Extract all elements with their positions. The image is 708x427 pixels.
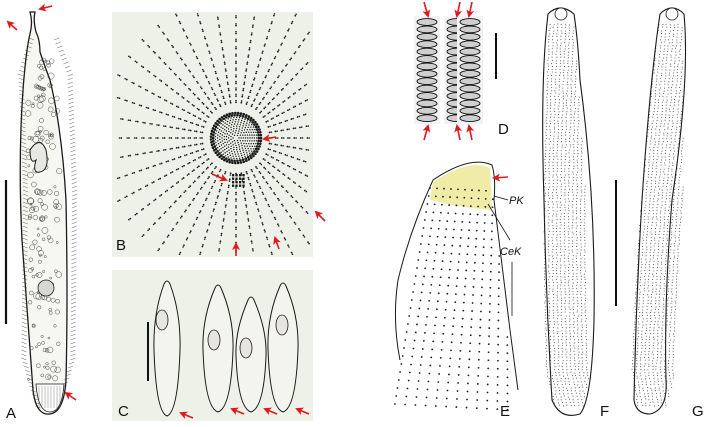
posterior-striations	[38, 386, 61, 408]
stippling-f	[543, 23, 590, 407]
panel-d-drawing: D	[414, 1, 509, 141]
panel-label-f: F	[600, 403, 609, 420]
red-arrow	[262, 134, 277, 142]
panel-c-drawing: C	[112, 270, 313, 421]
red-arrow	[492, 173, 509, 182]
red-arrow	[273, 236, 281, 250]
red-arrow	[38, 3, 53, 12]
somatic-kinetids	[394, 187, 509, 411]
panel-f-drawing: F	[542, 7, 617, 420]
ciliate-body-outline	[19, 11, 68, 415]
cek-label: CeK	[500, 246, 522, 258]
panel-e-drawing: PK CeK E	[394, 161, 524, 420]
contractile-vacuole	[37, 279, 55, 297]
anterior-cell-outline	[394, 161, 519, 391]
red-arrow	[422, 1, 431, 18]
extrusome-rows	[414, 16, 483, 124]
red-arrow	[230, 407, 245, 415]
cell-variant	[267, 282, 299, 413]
panel-label-d: D	[498, 121, 509, 138]
cilia	[17, 37, 78, 409]
pk-leader-line	[493, 195, 509, 201]
red-arrow	[263, 407, 278, 415]
macronucleus	[29, 142, 48, 173]
brosse-kinetids	[232, 174, 245, 187]
stippling-g	[631, 23, 684, 407]
red-arrow	[466, 124, 475, 141]
red-arrow	[314, 210, 326, 222]
cek-leader-line	[487, 203, 511, 241]
panel-g-drawing: G	[631, 7, 704, 420]
panel-b-drawing: B	[112, 12, 326, 257]
red-arrow	[179, 411, 194, 419]
oral-bulge-g	[665, 7, 679, 21]
red-arrow	[454, 124, 463, 141]
cytoplasmic-granules	[24, 57, 63, 382]
pk-label: PK	[509, 195, 524, 207]
panel-label-b: B	[116, 237, 126, 254]
cell-outline-f	[542, 7, 595, 416]
panel-label-g: G	[692, 403, 704, 420]
cell-variants	[153, 280, 310, 419]
red-arrow	[211, 173, 228, 182]
oral-dome	[209, 111, 263, 165]
panel-label-a: A	[6, 405, 16, 422]
oral-bulge-f	[554, 7, 568, 21]
panel-label-e: E	[500, 403, 510, 420]
cell-outline-g	[633, 7, 687, 415]
red-arrow	[466, 1, 475, 18]
cell-variant	[202, 284, 234, 413]
panel-a-drawing: A	[4, 3, 78, 422]
red-arrow	[422, 124, 431, 141]
red-arrow	[454, 1, 463, 18]
red-arrow	[6, 20, 18, 31]
red-arrow	[64, 391, 77, 401]
perioral-kinety-region	[430, 165, 492, 210]
kinety-rows	[116, 13, 310, 256]
panel-label-c: C	[118, 403, 129, 420]
red-arrow	[295, 407, 310, 415]
